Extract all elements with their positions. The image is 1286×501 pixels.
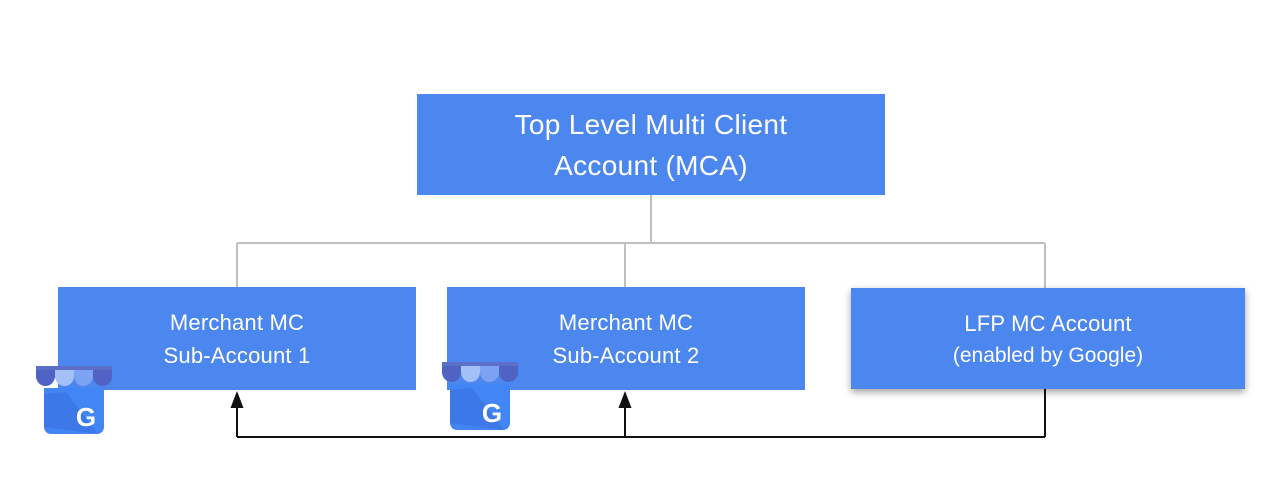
node-label-line: LFP MC Account xyxy=(964,310,1132,336)
google-my-business-icon: G xyxy=(36,366,112,434)
node-top-level-mca: Top Level Multi Client Account (MCA) xyxy=(417,94,885,195)
node-label-line: Account (MCA) xyxy=(554,149,748,181)
node-label-line: Merchant MC xyxy=(169,309,305,335)
node-label-line: Sub-Account 2 xyxy=(552,342,700,368)
gmb-g-letter: G xyxy=(76,402,96,432)
lfp-connector-black xyxy=(236,389,1046,438)
arrowhead-up-sub2 xyxy=(618,391,632,408)
node-label-line: Sub-Account 1 xyxy=(163,342,311,368)
google-my-business-icon: G xyxy=(442,362,518,430)
node-lfp-mc-account: LFP MC Account (enabled by Google) xyxy=(851,288,1245,389)
node-label-line: Merchant MC xyxy=(558,309,694,335)
node-label-line: Top Level Multi Client xyxy=(514,108,788,140)
node-merchant-sub-account-1: Merchant MC Sub-Account 1 xyxy=(58,287,416,390)
arrowhead-up-sub1 xyxy=(230,391,244,408)
node-label-line: (enabled by Google) xyxy=(952,343,1144,367)
gmb-g-letter: G xyxy=(482,398,502,428)
tree-connector-gray xyxy=(236,195,1046,289)
